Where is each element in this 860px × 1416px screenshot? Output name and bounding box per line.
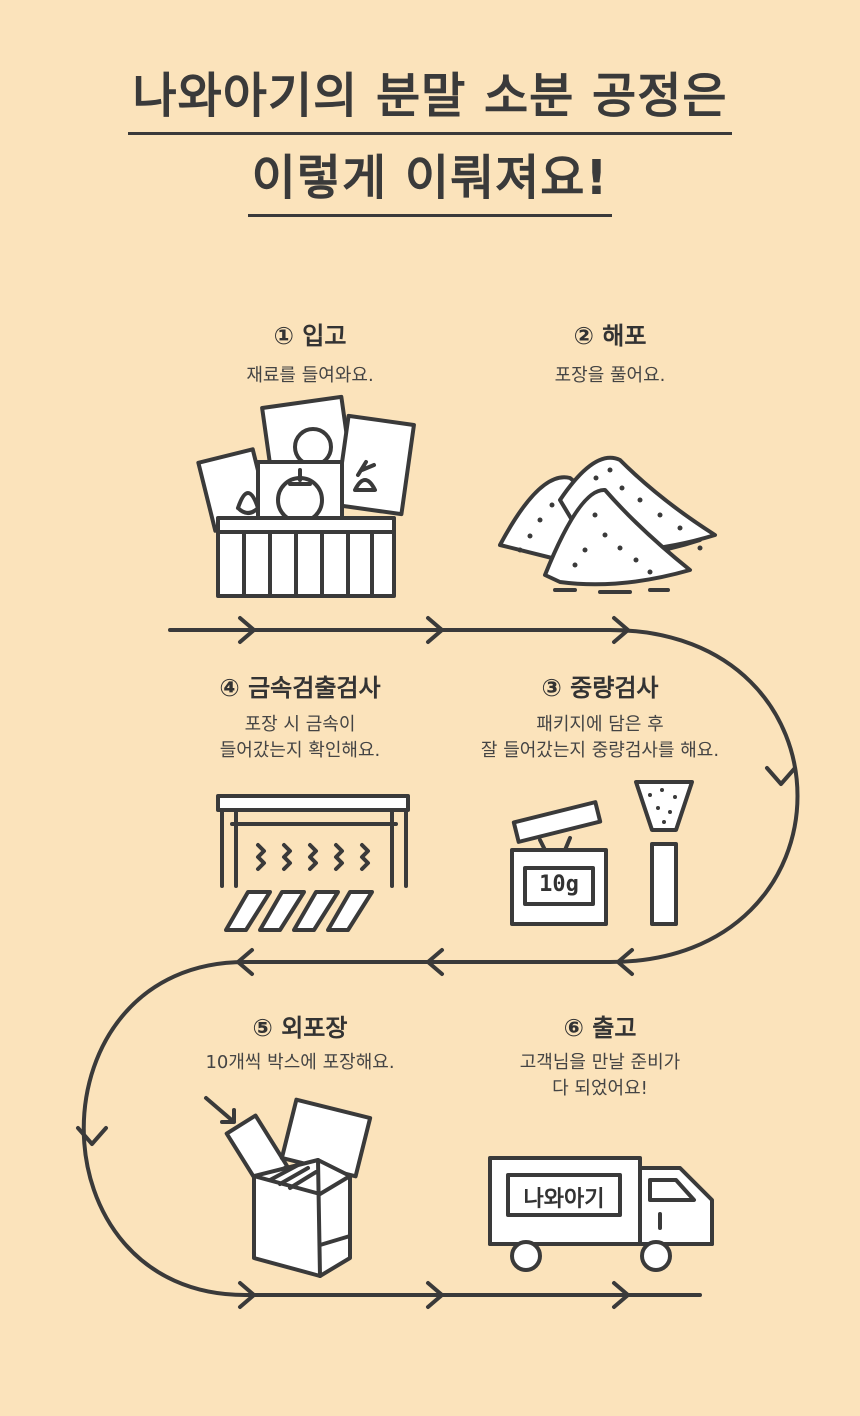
step1-desc: 재료를 들여와요.: [246, 365, 374, 386]
page-title-line1: 나와아기의 분말 소분 공정은: [0, 56, 860, 135]
step4-heading: ④ 금속검출검사: [219, 674, 381, 702]
powder-piles-icon: [498, 455, 717, 594]
step4-desc-line2: 들어갔는지 확인해요.: [219, 740, 381, 761]
step5-desc: 10개씩 박스에 포장해요.: [205, 1052, 395, 1073]
step6-heading: ⑥ 출고: [563, 1014, 637, 1042]
step3-desc-line2: 잘 들어갔는지 중량검사를 해요.: [480, 740, 720, 761]
scale-display: 10g: [539, 872, 579, 897]
step6-desc-line1: 고객님을 만날 준비가: [519, 1052, 681, 1073]
page-title-line2: 이렇게 이뤄져요!: [0, 138, 860, 217]
truck-label: 나와아기: [523, 1187, 605, 1212]
step1-heading: ① 입고: [273, 322, 347, 350]
step2-heading: ② 해포: [573, 322, 647, 350]
step3-desc-line1: 패키지에 담은 후: [536, 714, 664, 735]
step4-desc-line1: 포장 시 금속이: [244, 714, 356, 735]
step6-desc-line2: 다 되었어요!: [552, 1078, 648, 1099]
scale-icon: [510, 800, 608, 926]
box-packing-icon: [204, 1096, 373, 1278]
step5-heading: ⑤ 외포장: [252, 1014, 348, 1042]
step2-desc: 포장을 풀어요.: [554, 365, 666, 386]
step3-heading: ③ 중량검사: [541, 674, 659, 702]
arrow-heads: [76, 616, 797, 1309]
produce-crate-icon: [196, 394, 416, 598]
metal-detector-icon: [216, 794, 410, 932]
funnel-icon: [634, 780, 694, 926]
delivery-truck-icon: [488, 1156, 714, 1272]
